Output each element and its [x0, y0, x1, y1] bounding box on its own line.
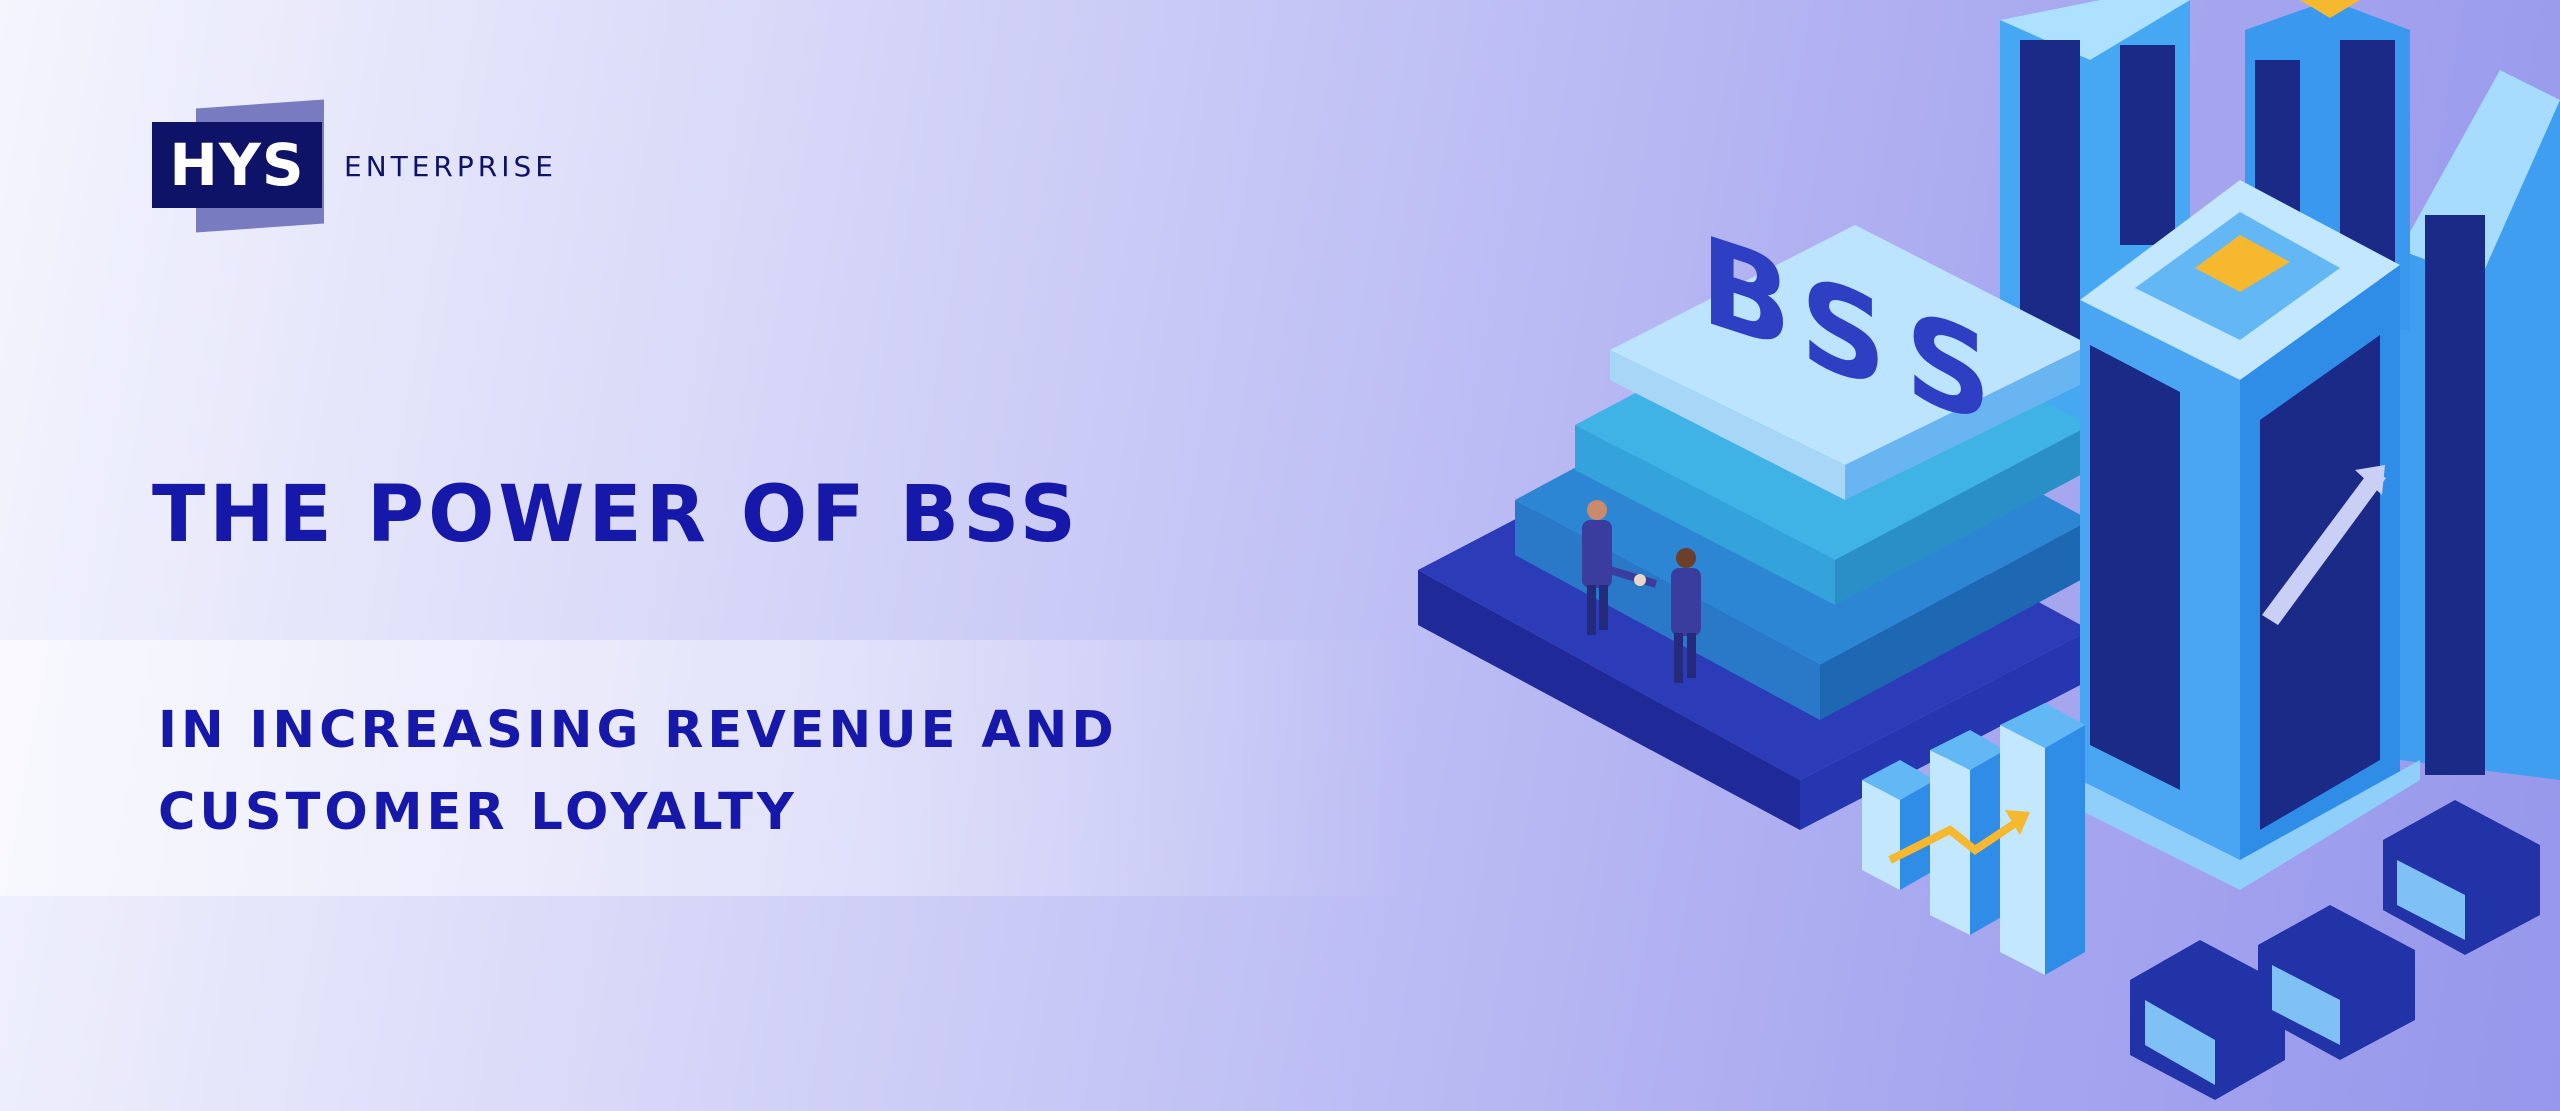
stepped-platform	[1418, 225, 2090, 830]
tower-back-left	[2000, 0, 2190, 420]
logo-label: ENTERPRISE	[344, 150, 557, 183]
subheadline-line-1: IN INCREASING REVENUE AND	[158, 701, 1118, 760]
bar-chart-blocks	[1862, 703, 2085, 975]
hero-headline: THE POWER OF BSS	[152, 470, 1080, 560]
main-tower	[2060, 180, 2420, 890]
subheadline-line-2: CUSTOMER LOYALTY	[158, 783, 798, 842]
company-logo[interactable]: HYS ENTERPRISE	[152, 99, 572, 235]
bss-letter-1: B	[1700, 210, 1791, 379]
bss-letter-2: S	[1800, 250, 1886, 417]
businessmen-handshake	[1582, 500, 1701, 683]
houses	[2130, 800, 2540, 1100]
bss-letters: B S S	[1700, 210, 1991, 452]
isometric-city-illustration: B S S	[1418, 0, 2560, 1100]
subheadline-band	[0, 640, 1420, 896]
bss-letter-3: S	[1905, 285, 1991, 452]
logo-mark: HYS	[152, 122, 322, 208]
tower-far-right	[2400, 70, 2560, 780]
hero-subheadline: IN INCREASING REVENUE AND CUSTOMER LOYAL…	[158, 690, 1118, 854]
